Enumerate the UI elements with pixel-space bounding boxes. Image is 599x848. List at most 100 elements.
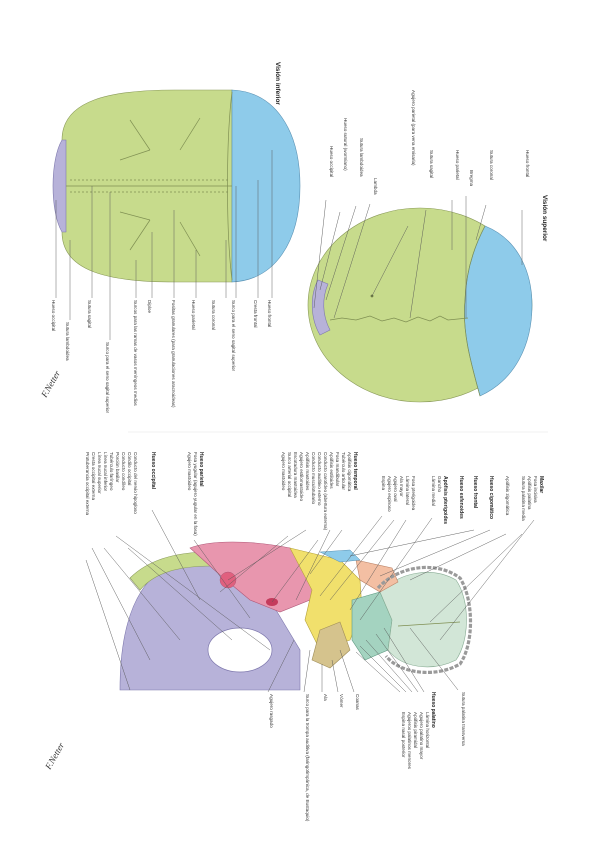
base-label-median-palatine-suture: Sutura palatina media	[521, 476, 526, 521]
base-label-foramen-spinosum: Agujero espinoso	[387, 476, 392, 512]
base-label-mastoid-foramen-2: Agujero mastoideo	[187, 452, 192, 491]
base-label-posterior-nasal-spine: Espina nasal posterior	[401, 712, 406, 758]
base-label-zygomatic-process: Apófisis zigomática	[505, 476, 510, 516]
vertex-label-occipital-bone: Hueso occipital	[329, 146, 334, 177]
vertex-label-line	[371, 225, 409, 297]
base-leader-line	[295, 529, 331, 601]
vertex-view: Visión superior	[307, 195, 548, 403]
interior-label-parietal-bone: Hueso parietal	[191, 300, 196, 330]
median-palatine-suture	[397, 621, 461, 627]
base-label-greater-wing: Ala mayor	[399, 476, 404, 497]
base-label-occipital-condyle: Cóndilo occipital	[127, 452, 132, 485]
base-frontal-region	[319, 549, 361, 563]
base-leader-line	[429, 533, 523, 623]
base-label-greater-palatine-foramen: Agujero palatino mayor	[419, 712, 424, 760]
base-leader-line	[85, 559, 131, 691]
base-bottom-labels: Sutura palatina transversa Hueso palatin…	[267, 627, 466, 822]
vertex-label-bregma: Bregma	[469, 170, 474, 187]
vertex-sagittal-suture	[329, 315, 469, 323]
base-leader-line	[115, 535, 271, 651]
base-leader-line	[319, 515, 383, 597]
base-leader-line	[349, 519, 407, 611]
base-label-mastoid-notch: Escotadura mastoidea	[293, 452, 298, 498]
vertex-label-line	[333, 203, 371, 319]
base-label-frontal-bone: Hueso frontal	[472, 476, 478, 509]
base-leader-line	[309, 529, 343, 575]
interior-occipital-region	[52, 139, 67, 233]
vertex-label-group: Hueso frontal Sutura coronal Bregma Hues…	[313, 90, 530, 319]
vertex-label-line	[475, 204, 487, 241]
interior-label-sagittal-sinus-groove: Surco para el seno sagital superior	[105, 342, 110, 413]
base-label-hypoglossal-canal: Conducto del nervio hipogloso	[133, 452, 138, 514]
base-label-mastoid-process: Apófisis mastoides	[305, 452, 310, 491]
vertex-label-coronal-suture: Sutura coronal	[489, 150, 494, 180]
interior-label-granular-foveolae: Fositas granulares (para granulaciones a…	[171, 300, 176, 408]
base-label-palatine-bone: Hueso palatino	[430, 692, 436, 728]
base-left-labels: Maxilar Fosa incisiva Apófisis palatina …	[85, 452, 544, 536]
base-leader-line	[331, 659, 339, 693]
interior-label-lambdoid-suture: Sutura lambdoidea	[65, 322, 70, 361]
base-maxilla-region	[379, 572, 467, 668]
base-leader-line	[349, 529, 475, 557]
interior-label-meningeal-vessel-grooves: Surcos para las ramas de vasos meníngeos…	[133, 300, 138, 406]
base-leader-line	[151, 509, 201, 601]
interior-label-diploe: Diploe	[147, 300, 152, 313]
vertex-occipital-region	[311, 279, 331, 336]
base-label-temporal-bone: Hueso temporal	[352, 452, 358, 490]
base-label-horizontal-plate: Lámina horizontal	[425, 712, 430, 748]
interior-label-superior-sagittal-groove: Surco para el seno sagital superior	[231, 300, 236, 371]
interior-calvaria-view: Visión inferior	[52, 62, 301, 283]
vertex-label-parietal-foramen: Agujero parietal (para vena emisaria)	[411, 90, 416, 166]
base-leader-line	[365, 639, 413, 693]
base-label-medial-plate: Lámina medial	[431, 476, 436, 506]
base-label-styloid-process: Apófisis estiloides	[329, 452, 334, 489]
base-label-pyramidal-process: Apófisis piramidal	[413, 712, 418, 748]
base-zygomatic-region	[355, 559, 399, 593]
base-leader-line	[383, 627, 425, 693]
vertex-coronal-suture	[464, 225, 486, 397]
base-label-carotid-canal: Conducto carotídeo (abertura externa)	[323, 452, 328, 531]
base-leader-line	[409, 533, 507, 581]
interior-meningeal-grooves	[119, 117, 201, 257]
vertex-label-sutural-bone: Hueso sutural (wormiano)	[343, 118, 348, 171]
base-label-pterygoid-process: Apófisis pterigoides	[442, 476, 448, 524]
base-label-zygomatic-process-temporal: Apófisis cigomática	[347, 452, 352, 492]
vertex-signature: F.Netter	[39, 368, 63, 399]
base-label-choanae: Coanas	[355, 694, 360, 711]
base-label-occipital-groove: Surco arterial occipital	[287, 452, 292, 497]
base-label-external-acoustic-meatus: Conducto auditivo externo	[317, 452, 322, 506]
base-label-jugular-fossa: Fosa yugular (agujero yugular en la fosa…	[193, 452, 198, 536]
base-label-foramen-lacerum: Agujero rasgado	[269, 694, 274, 728]
base-signature: F.Netter	[43, 740, 67, 771]
base-sphenoid-region	[289, 547, 363, 651]
interior-coronal-suture	[227, 91, 233, 281]
base-label-condylar-canal: Conducto condíleo	[121, 452, 126, 491]
base-label-spine: Espina	[381, 476, 386, 490]
base-leader-line	[219, 535, 289, 593]
base-label-pterygoid-fossa: Fosa pterigoidea	[411, 476, 416, 511]
base-label-sphenoid-bone: Hueso esfenoides	[458, 476, 464, 519]
interior-label-coronal-suture: Sutura coronal	[211, 300, 216, 330]
vertex-view-title: Visión superior	[541, 195, 548, 242]
base-label-occipital-bone: Hueso occipital	[150, 452, 156, 490]
vertex-label-sagittal-suture: Sutura sagital	[429, 150, 434, 178]
base-label-lateral-plate: Lámina lateral	[405, 476, 410, 505]
base-label-pharyngeal-tubercle: Tubérculo faríngeo	[109, 452, 114, 491]
base-left-leader-lines	[85, 509, 535, 691]
base-label-external-occipital-crest: Cresta occipital externa	[91, 452, 96, 500]
base-label-basilar-part: Porción basilar	[115, 452, 120, 483]
vertex-label-frontal-bone: Hueso frontal	[525, 150, 530, 177]
base-label-palatine-process: Apófisis palatina	[527, 476, 532, 510]
base-leader-line	[329, 519, 395, 601]
base-label-auditory-tube-groove: Surco para la trompa auditiva (faringoti…	[305, 694, 310, 822]
base-leader-line	[127, 547, 233, 641]
vertex-label-line	[409, 209, 427, 319]
vertex-label-lambda: Lambda	[373, 178, 378, 195]
base-label-zygomatic-bone: Hueso cigomático	[488, 476, 494, 519]
base-leader-line	[355, 651, 401, 693]
base-label-external-occipital-protuberance: Protuberancia occipital externa	[85, 452, 90, 516]
base-label-hamulus: Gancho	[437, 476, 442, 493]
base-label-maxilla: Maxilar	[538, 476, 544, 493]
base-label-transverse-palatine-suture: Sutura palatina transversa	[461, 692, 466, 746]
